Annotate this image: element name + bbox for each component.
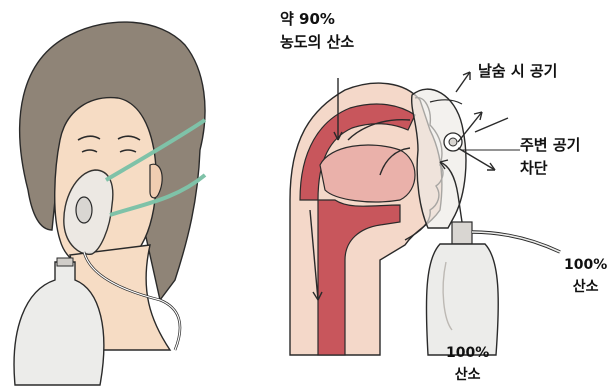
label-exhaled-air: 날숨 시 공기	[478, 60, 557, 83]
label-oxygen-right-line2: 산소	[564, 276, 607, 298]
label-ambient-block-line1: 주변 공기	[520, 134, 580, 157]
label-exhaled-air-text: 날숨 시 공기	[478, 60, 557, 83]
label-oxygen-concentration-line1: 약 90%	[280, 8, 354, 31]
airway-cross-section	[290, 72, 560, 355]
label-oxygen-bottom: 100% 산소	[446, 342, 489, 386]
label-oxygen-bottom-line1: 100%	[446, 342, 489, 364]
tongue	[320, 145, 415, 202]
label-oxygen-concentration-line2: 농도의 산소	[280, 31, 354, 54]
bag-connector	[452, 222, 472, 244]
mask-valve	[76, 197, 92, 223]
woman-with-mask	[14, 22, 205, 385]
label-ambient-block-line2: 차단	[520, 157, 580, 180]
label-oxygen-concentration: 약 90% 농도의 산소	[280, 8, 354, 54]
label-oxygen-right-line1: 100%	[564, 254, 607, 276]
label-ambient-block: 주변 공기 차단	[520, 134, 580, 180]
label-oxygen-bottom-line2: 산소	[446, 364, 489, 386]
reservoir-bag-right	[426, 244, 498, 355]
label-oxygen-right: 100% 산소	[564, 254, 607, 298]
